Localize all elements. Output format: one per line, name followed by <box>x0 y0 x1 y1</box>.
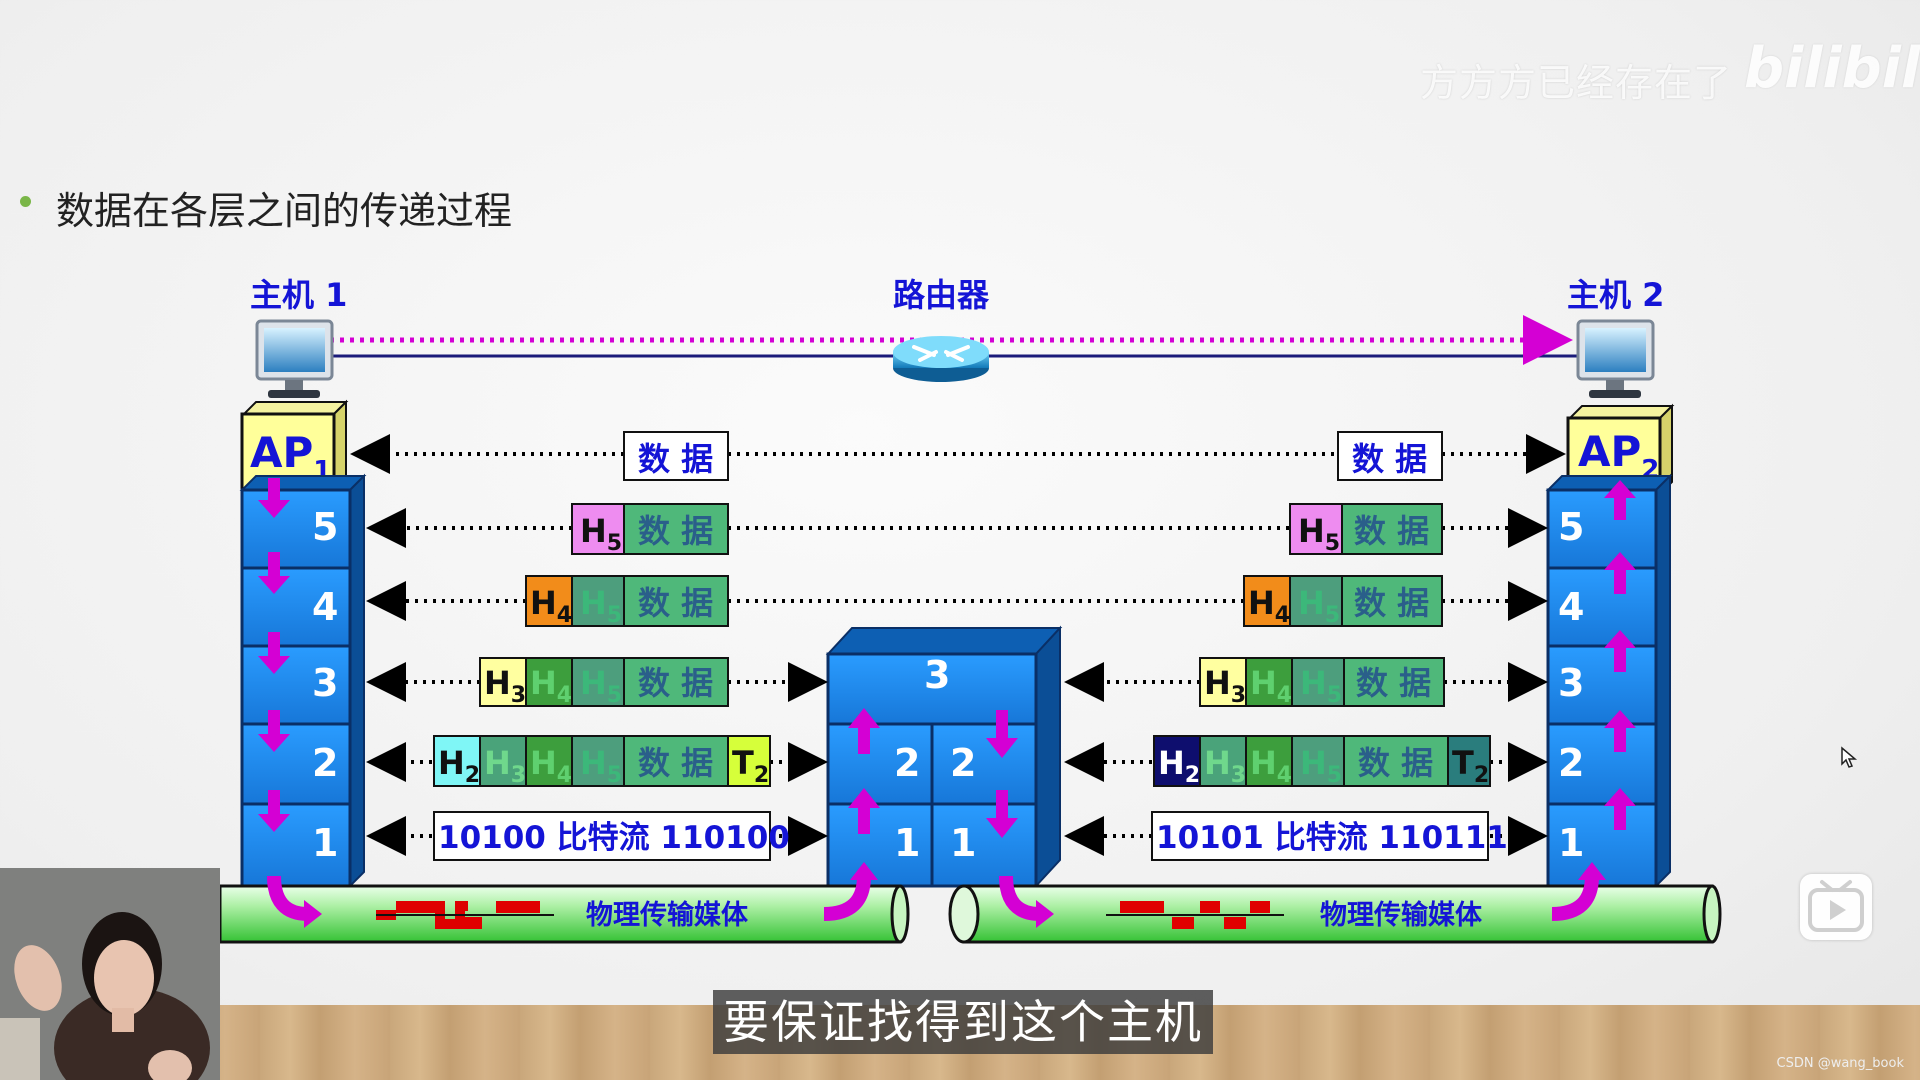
svg-text:H5: H5 <box>580 512 622 556</box>
svg-text:H5: H5 <box>580 584 622 628</box>
bullet-dot <box>20 196 31 207</box>
physical-medium-left: 物理传输媒体 <box>218 884 910 944</box>
svg-text:T2: T2 <box>732 744 769 788</box>
pdu-l4-left: H4 H5 数 据 <box>525 575 729 628</box>
svg-text:数 据: 数 据 <box>1356 664 1431 702</box>
pdu-l5-right: H5 数 据 <box>1289 503 1443 556</box>
host1-layer-4: 4 <box>312 585 338 629</box>
host2-layer-1: 1 <box>1558 821 1584 865</box>
host1-layer-5: 5 <box>312 505 338 549</box>
pdu-l1-right: 10101 比特流 110111 <box>1151 811 1508 861</box>
svg-text:H4: H4 <box>530 744 572 788</box>
svg-text:数 据: 数 据 <box>1354 584 1429 622</box>
router-layer-3: 3 <box>924 653 950 697</box>
host1-ap-text: AP <box>250 428 313 477</box>
peer-arrows <box>350 434 1566 856</box>
router-layer-2-out: 2 <box>950 741 976 785</box>
pdu-l3-right: H3 H4 H5 数 据 <box>1199 657 1445 708</box>
svg-text:数 据: 数 据 <box>1358 744 1433 782</box>
svg-text:H5: H5 <box>1300 664 1342 708</box>
svg-text:数 据: 数 据 <box>1354 512 1429 550</box>
host1-label: 主机 1 <box>250 276 347 314</box>
medium-label-left: 物理传输媒体 <box>586 899 749 931</box>
svg-text:数 据: 数 据 <box>638 664 713 702</box>
pdu-l3-left: H3 H4 H5 数 据 <box>479 657 729 708</box>
router-label: 路由器 <box>893 276 990 314</box>
svg-text:H4: H4 <box>1250 744 1292 788</box>
host2-layer-2: 2 <box>1558 741 1584 785</box>
host2-ap-text: AP <box>1578 427 1641 476</box>
svg-text:H4: H4 <box>530 584 572 628</box>
svg-text:H5: H5 <box>1300 744 1342 788</box>
router-arrows <box>848 708 1018 838</box>
svg-text:H3: H3 <box>484 744 526 788</box>
pdu-l2-right: H2 H3 H4 H5 数 据 T2 <box>1153 735 1491 788</box>
host1-stack: AP1 5 4 3 2 1 <box>239 399 367 889</box>
play-tv-icon[interactable] <box>1800 874 1872 940</box>
svg-text:数 据: 数 据 <box>638 440 713 478</box>
svg-text:AP2: AP2 <box>1578 427 1659 485</box>
host2-layer-5: 5 <box>1558 505 1584 549</box>
svg-text:H5: H5 <box>580 664 622 708</box>
svg-text:H5: H5 <box>580 744 622 788</box>
svg-text:H3: H3 <box>1204 744 1246 788</box>
router-layer-1-out: 1 <box>950 821 976 865</box>
host2-layer-4: 4 <box>1558 585 1584 629</box>
svg-text:数 据: 数 据 <box>1352 440 1427 478</box>
svg-text:数 据: 数 据 <box>638 744 713 782</box>
host2-layer-3: 3 <box>1558 661 1584 705</box>
svg-text:H3: H3 <box>484 664 526 708</box>
pdu-ap-right: 数 据 <box>1337 431 1443 481</box>
physical-medium-right: 物理传输媒体 <box>948 884 1722 944</box>
router-stack: 3 2 2 1 1 <box>825 625 1063 889</box>
svg-text:H2: H2 <box>438 744 480 788</box>
svg-text:H5: H5 <box>1298 512 1340 556</box>
router-icon <box>893 336 989 382</box>
svg-text:H4: H4 <box>1248 584 1290 628</box>
video-subtitle: 要保证找得到这个主机 <box>713 990 1213 1054</box>
host2-label: 主机 2 <box>1567 276 1664 314</box>
pdu-l2-left: H2 H3 H4 H5 数 据 T2 <box>433 735 771 788</box>
router-layer-1-in: 1 <box>894 821 920 865</box>
svg-text:10101 比特流 110111: 10101 比特流 110111 <box>1156 820 1508 856</box>
svg-text:10100 比特流 110100: 10100 比特流 110100 <box>438 820 790 856</box>
down-arrow-icon <box>258 478 290 832</box>
pdu-l1-left: 10100 比特流 110100 <box>433 811 790 861</box>
svg-text:H4: H4 <box>1250 664 1292 708</box>
svg-text:数 据: 数 据 <box>638 512 713 550</box>
curved-arrow-icon <box>267 875 1599 921</box>
pdu-ap-left: 数 据 <box>623 431 729 481</box>
host2-stack: AP2 5 4 3 2 1 <box>1545 403 1675 889</box>
computer-icon <box>1576 319 1655 398</box>
channel-watermark: 方方方已经存在了 <box>1420 61 1733 105</box>
svg-text:T2: T2 <box>1452 744 1489 788</box>
host1-layer-2: 2 <box>312 741 338 785</box>
svg-text:AP1: AP1 <box>250 428 331 486</box>
footer-credit: CSDN @wang_book <box>1776 1056 1904 1071</box>
host1-layer-1: 1 <box>312 821 338 865</box>
host1-layer-3: 3 <box>312 661 338 705</box>
svg-text:H3: H3 <box>1204 664 1246 708</box>
bilibili-logo: bilibili <box>1744 36 1920 101</box>
svg-text:H2: H2 <box>1158 744 1200 788</box>
slide-title: 数据在各层之间的传递过程 <box>56 189 513 233</box>
computer-icon <box>255 319 334 398</box>
medium-label-right: 物理传输媒体 <box>1320 899 1483 931</box>
pdu-l4-right: H4 H5 数 据 <box>1243 575 1443 628</box>
mouse-cursor-icon <box>1840 746 1858 775</box>
pdu-l5-left: H5 数 据 <box>571 503 729 556</box>
presenter-webcam <box>0 868 220 1080</box>
up-arrow-icon <box>1604 480 1636 830</box>
svg-text:H4: H4 <box>530 664 572 708</box>
svg-text:数 据: 数 据 <box>638 584 713 622</box>
router-layer-2-in: 2 <box>894 741 920 785</box>
svg-text:H5: H5 <box>1298 584 1340 628</box>
